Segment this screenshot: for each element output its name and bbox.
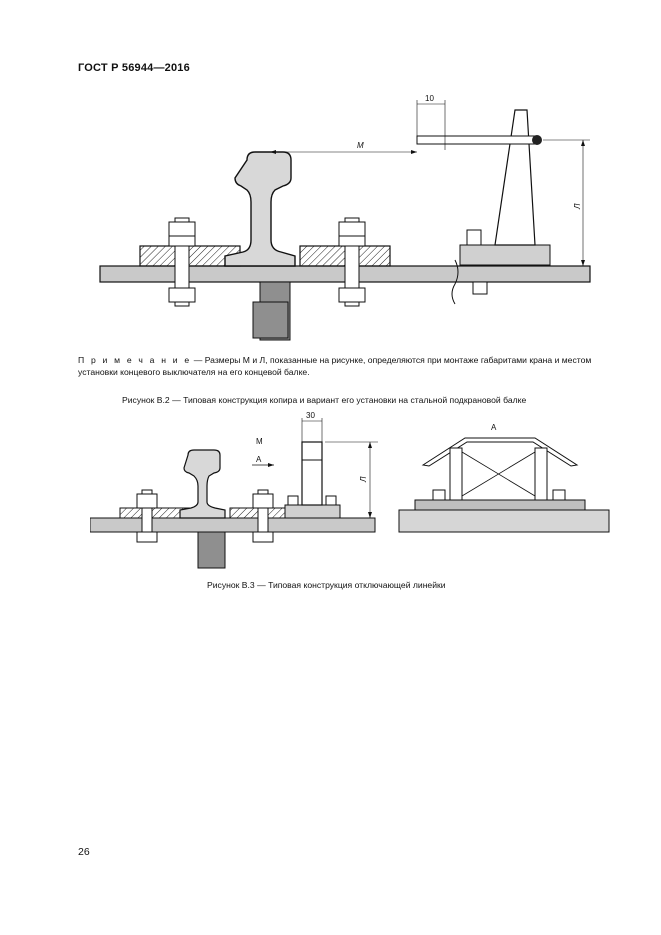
dimension-m-label: М [357,141,364,150]
ruler-profile [421,437,579,467]
note-prefix: П р и м е ч а н и е [78,355,192,365]
beam-web [178,531,240,569]
view-arrow-a-label: А [256,455,262,464]
dimension-30-label: 30 [306,411,315,420]
document-header: ГОСТ Р 56944—2016 [78,62,190,74]
dimension-l-label: Л [359,476,368,483]
figure-b2-note: П р и м е ч а н и е — Размеры М и Л, пок… [78,354,598,378]
figure-b3-caption: Рисунок В.3 — Типовая конструкция отключ… [207,580,446,590]
figure-b2-caption: Рисунок В.2 — Типовая конструкция копира… [122,395,527,405]
copier-base [459,244,551,266]
copier-upright [494,109,536,246]
dimension-m-label: М [256,437,263,446]
beam-flange [90,517,376,533]
figure-b2-drawing: 10 М Л [95,90,600,350]
rail-profile [224,151,296,267]
dimension-l-label: Л [573,203,582,210]
copier-arm [416,135,538,145]
ruler-base-plate [284,504,341,519]
rail-profile [179,449,226,519]
beam-flange [398,509,610,533]
figure-b3-view-a: А [395,420,615,540]
ruler-upright [301,441,323,506]
note-text: — Размеры М и Л, показанные на рисунке, … [78,355,592,377]
figure-b3-drawing: 30 М А Л [90,410,380,570]
view-a-label: А [491,423,497,432]
dimension-10-label: 10 [425,94,434,103]
page-number: 26 [78,846,90,858]
